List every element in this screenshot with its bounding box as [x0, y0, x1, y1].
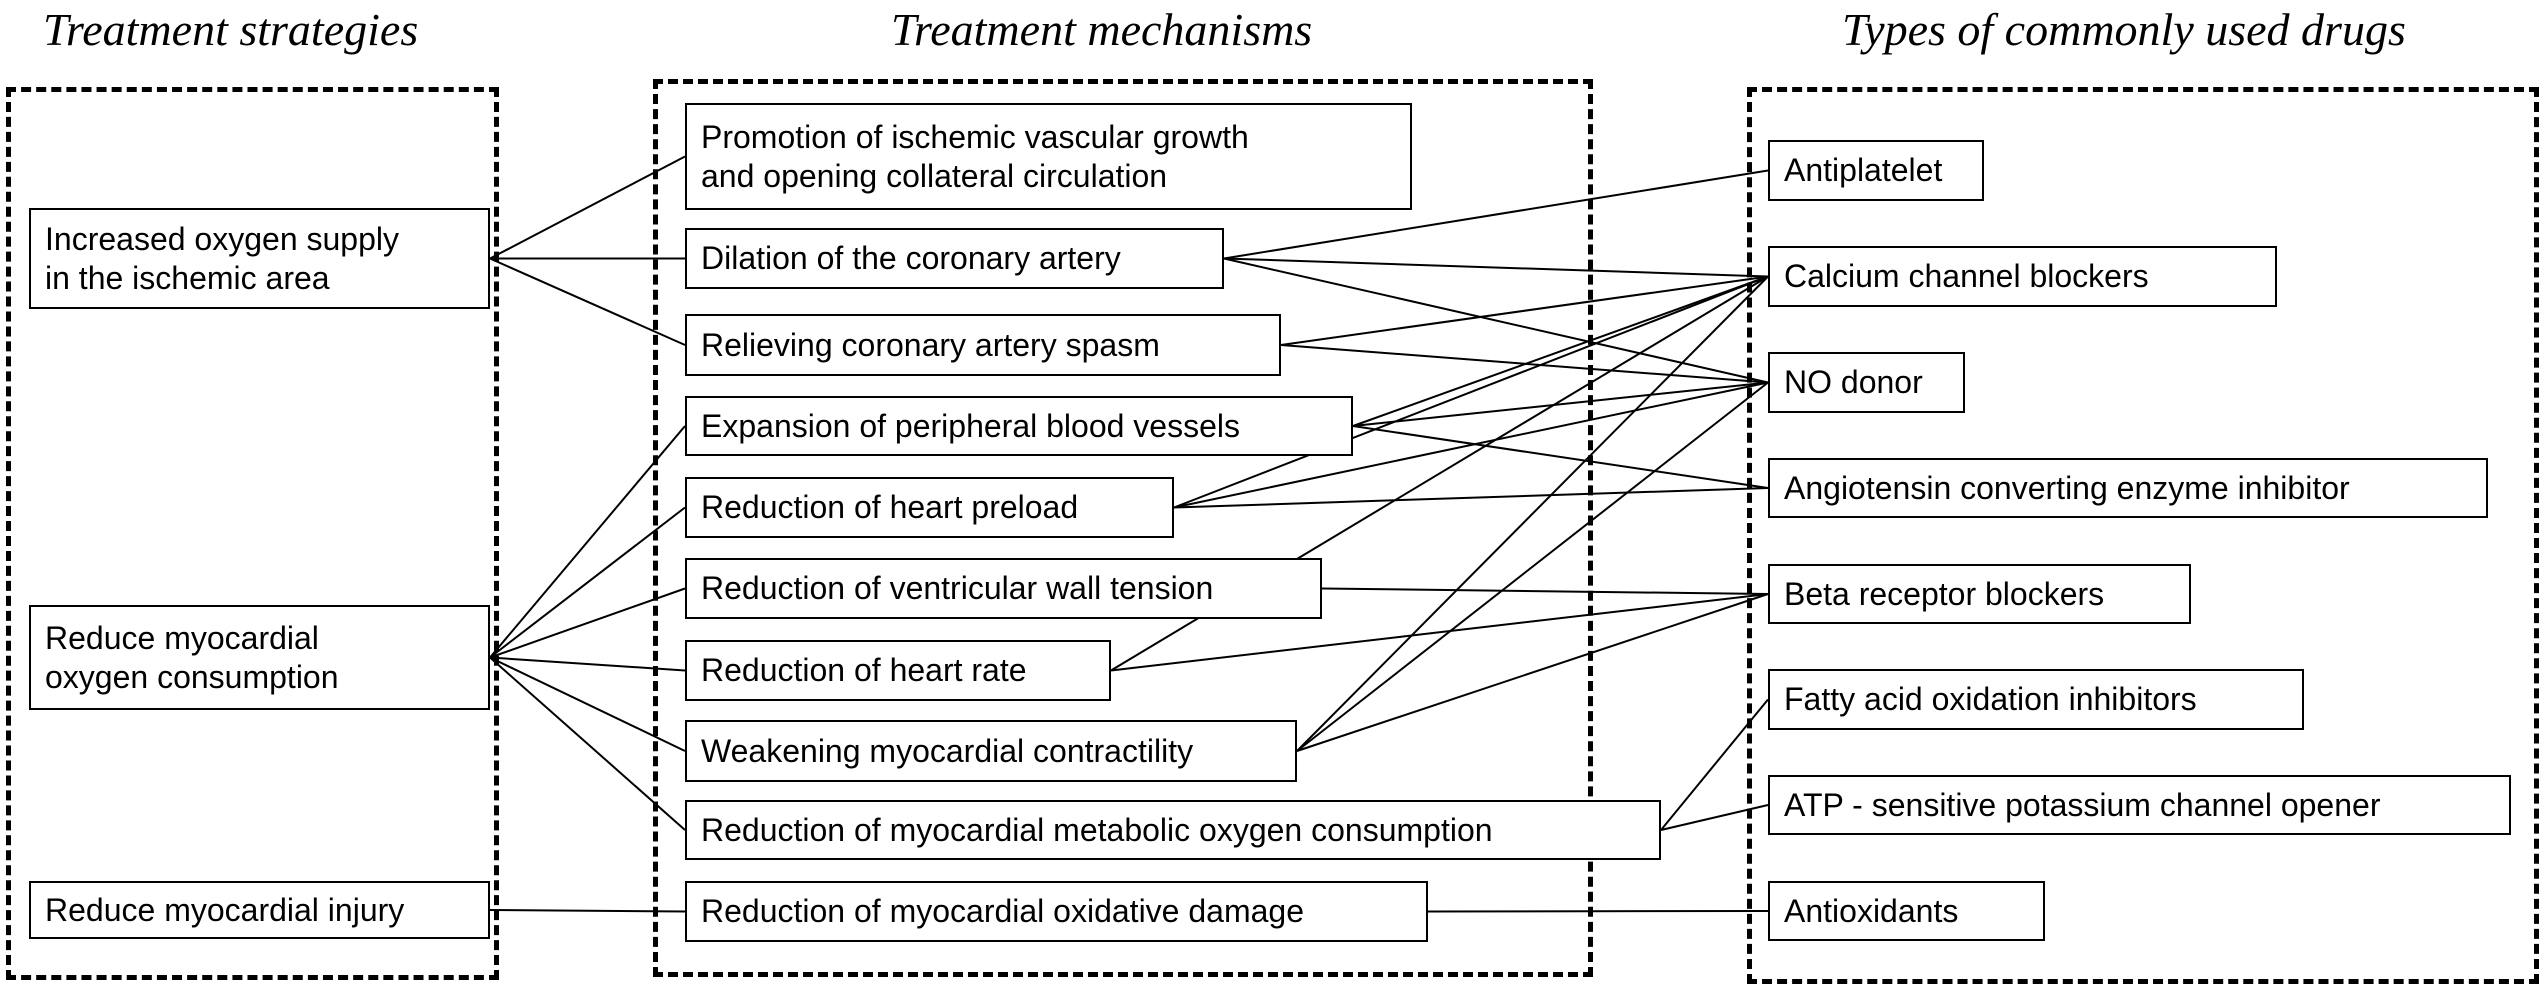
connector-m4-d2 — [1352, 275, 1769, 427]
mechanism-heart-rate: Reduction of heart rate — [685, 640, 1111, 701]
mechanism-wall-tension: Reduction of ventricular wall tension — [685, 558, 1322, 619]
drug-katp-opener: ATP - sensitive potassium channel opener — [1768, 775, 2511, 835]
connector-s2-m9 — [489, 656, 686, 831]
connector-m8-d2 — [1296, 275, 1769, 752]
connector-m3-d2 — [1280, 275, 1769, 346]
connector-s1-m1 — [489, 155, 686, 260]
connector-s2-m8 — [489, 656, 686, 752]
mechanism-heart-preload: Reduction of heart preload — [685, 477, 1174, 538]
connector-s1-m3 — [489, 257, 686, 346]
mechanism-peripheral-expansion: Expansion of peripheral blood vessels — [685, 396, 1353, 456]
connector-m8-d5 — [1296, 593, 1769, 752]
strategy-increased-oxygen-supply: Increased oxygen supply in the ischemic … — [29, 208, 490, 309]
mechanism-relieving-spasm: Relieving coronary artery spasm — [685, 314, 1281, 376]
strategy-reduce-oxygen-consumption: Reduce myocardial oxygen consumption — [29, 605, 490, 710]
strategy-reduce-myocardial-injury: Reduce myocardial injury — [29, 881, 490, 939]
connector-m10-d8 — [1427, 910, 1769, 913]
connector-m4-d4 — [1352, 425, 1769, 489]
connector-m9-d7 — [1660, 804, 1769, 831]
mechanism-contractility: Weakening myocardial contractility — [685, 720, 1297, 782]
connector-s3-m10 — [489, 909, 686, 913]
drug-ace-inhibitor: Angiotensin converting enzyme inhibitor — [1768, 458, 2488, 518]
drug-calcium-channel-blockers: Calcium channel blockers — [1768, 246, 2277, 307]
drug-no-donor: NO donor — [1768, 352, 1965, 413]
drugs-group — [1747, 87, 2539, 984]
column-title-strategies: Treatment strategies — [43, 4, 419, 55]
connector-s2-m6 — [489, 587, 686, 659]
strategies-group — [6, 87, 499, 980]
column-title-mechanisms: Treatment mechanisms — [891, 4, 1313, 55]
connector-m9-d6 — [1660, 698, 1769, 831]
mechanism-oxidative-damage: Reduction of myocardial oxidative damage — [685, 881, 1428, 942]
connector-s2-m7 — [489, 656, 686, 672]
connector-m5-d2 — [1173, 275, 1769, 509]
mechanism-vascular-growth: Promotion of ischemic vascular growth an… — [685, 103, 1412, 210]
mechanism-coronary-dilation: Dilation of the coronary artery — [685, 228, 1224, 289]
connector-s2-m5 — [489, 506, 686, 659]
connector-m4-d3 — [1352, 381, 1769, 427]
drug-fatty-acid-oxidation-inhibitors: Fatty acid oxidation inhibitors — [1768, 669, 2304, 730]
connector-m6-d5 — [1321, 587, 1769, 595]
connector-m2-d1 — [1223, 169, 1769, 260]
connector-m2-d3 — [1223, 257, 1769, 384]
drug-antioxidants: Antioxidants — [1768, 881, 2045, 941]
mechanisms-group — [653, 79, 1593, 977]
connector-m8-d3 — [1296, 381, 1769, 752]
drug-beta-blockers: Beta receptor blockers — [1768, 564, 2191, 624]
connector-m5-d4 — [1173, 487, 1769, 509]
connector-m7-d5 — [1110, 593, 1769, 672]
mechanism-metabolic-consumption: Reduction of myocardial metabolic oxygen… — [685, 800, 1661, 860]
column-title-drugs: Types of commonly used drugs — [1842, 4, 2406, 55]
drug-antiplatelet: Antiplatelet — [1768, 140, 1984, 201]
connector-s2-m4 — [489, 425, 686, 659]
connector-m2-d2 — [1223, 257, 1769, 278]
connector-m5-d3 — [1173, 381, 1769, 509]
